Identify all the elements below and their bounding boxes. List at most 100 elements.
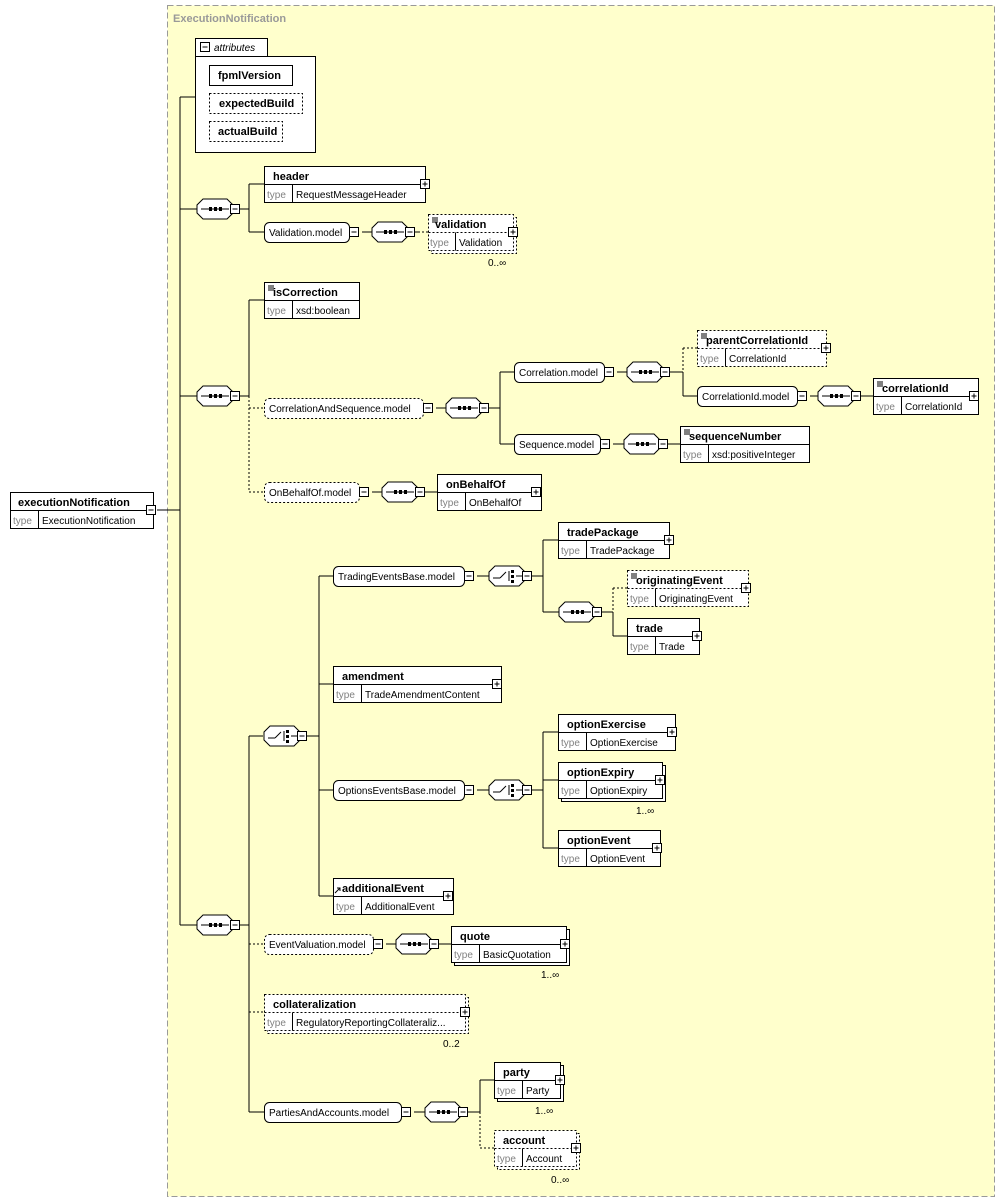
attribute-name: fpmlVersion	[218, 70, 281, 82]
expand-icon[interactable]	[460, 1007, 470, 1017]
collapse-icon[interactable]	[660, 367, 670, 377]
attribute-expectedBuild[interactable]: expectedBuild	[209, 93, 303, 114]
element-additionalEvent[interactable]: additionalEvent type AdditionalEvent	[333, 878, 454, 915]
expand-icon[interactable]	[667, 727, 677, 737]
collapse-icon[interactable]	[359, 487, 369, 497]
occurrence: 0..∞	[488, 258, 506, 269]
collapse-icon[interactable]	[423, 403, 433, 413]
element-optionExercise[interactable]: optionExercise type OptionExercise	[558, 714, 677, 751]
collapse-icon[interactable]	[464, 785, 474, 795]
collapse-icon[interactable]	[429, 939, 439, 949]
collapse-icon[interactable]	[373, 939, 383, 949]
collapse-icon[interactable]	[230, 920, 240, 930]
element-name: header	[273, 171, 310, 183]
group-validation-model[interactable]: Validation.model	[264, 222, 359, 243]
element-optionExpiry[interactable]: optionExpiry type OptionExpiry 1..∞	[558, 762, 666, 818]
element-party[interactable]: party type Party 1..∞	[494, 1062, 565, 1118]
collapse-icon[interactable]	[405, 227, 415, 237]
expand-icon[interactable]	[692, 631, 702, 641]
collapse-icon[interactable]	[479, 403, 489, 413]
element-name: correlationId	[882, 383, 949, 395]
element-sequenceNumber[interactable]: sequenceNumber type xsd:positiveInteger	[680, 426, 810, 463]
group-correlation-model[interactable]: Correlation.model	[514, 362, 614, 383]
element-amendment[interactable]: amendment type TradeAmendmentContent	[333, 666, 502, 703]
collapse-icon[interactable]	[464, 571, 474, 581]
element-type: Account	[526, 1154, 562, 1165]
element-type: OptionEvent	[590, 854, 645, 865]
collapse-icon[interactable]	[297, 731, 307, 741]
element-validation[interactable]: validation type Validation 0..∞	[428, 214, 518, 270]
expand-icon[interactable]	[443, 891, 453, 901]
element-collateralization[interactable]: collateralization type RegulatoryReporti…	[264, 994, 470, 1051]
element-type: RequestMessageHeader	[296, 190, 407, 201]
collapse-icon[interactable]	[230, 204, 240, 214]
group-partiesandaccounts-model[interactable]: PartiesAndAccounts.model	[264, 1102, 411, 1123]
root-element-executionNotification[interactable]: executionNotification type ExecutionNoti…	[10, 492, 156, 529]
group-optionseventsbase-model[interactable]: OptionsEventsBase.model	[333, 780, 474, 801]
element-name: optionExercise	[567, 719, 646, 731]
element-header[interactable]: header type RequestMessageHeader	[264, 166, 430, 203]
collapse-icon[interactable]	[230, 391, 240, 401]
collapse-icon[interactable]	[658, 439, 668, 449]
collapse-icon[interactable]	[797, 391, 807, 401]
element-type: OriginatingEvent	[659, 594, 733, 605]
collapse-icon[interactable]	[200, 42, 210, 52]
expand-icon[interactable]	[664, 535, 674, 545]
expand-icon[interactable]	[420, 179, 430, 189]
group-onbehalfof-model[interactable]: OnBehalfOf.model	[264, 482, 369, 503]
occurrence: 1..∞	[535, 1106, 553, 1117]
element-onBehalfOf[interactable]: onBehalfOf type OnBehalfOf	[437, 474, 542, 511]
element-optionEvent[interactable]: optionEvent type OptionEvent	[558, 830, 662, 867]
group-correlationid-model[interactable]: CorrelationId.model	[697, 386, 807, 407]
attribute-fpmlVersion[interactable]: fpmlVersion	[209, 65, 293, 86]
collapse-icon[interactable]	[600, 439, 610, 449]
group-name: CorrelationAndSequence.model	[269, 404, 411, 415]
expand-icon[interactable]	[571, 1143, 581, 1153]
expand-icon[interactable]	[492, 679, 502, 689]
collapse-icon[interactable]	[522, 785, 532, 795]
element-tradePackage[interactable]: tradePackage type TradePackage	[558, 522, 674, 559]
collapse-icon[interactable]	[401, 1107, 411, 1117]
expand-icon[interactable]	[655, 775, 665, 785]
collapse-icon[interactable]	[146, 505, 156, 515]
collapse-icon[interactable]	[522, 571, 532, 581]
expand-icon[interactable]	[508, 227, 518, 237]
group-correlation-and-sequence-model[interactable]: CorrelationAndSequence.model	[264, 398, 433, 419]
type-label: type	[630, 642, 649, 653]
expand-icon[interactable]	[821, 343, 831, 353]
type-label: type	[700, 354, 719, 365]
element-type: Party	[526, 1086, 549, 1097]
group-name: EventValuation.model	[269, 940, 366, 951]
type-label: type	[561, 786, 580, 797]
expand-icon[interactable]	[555, 1075, 565, 1085]
element-isCorrection[interactable]: isCorrection type xsd:boolean	[264, 282, 360, 319]
type-label: type	[497, 1086, 516, 1097]
expand-icon[interactable]	[741, 583, 751, 593]
element-correlationId[interactable]: correlationId type CorrelationId	[873, 378, 979, 415]
collapse-icon[interactable]	[592, 607, 602, 617]
element-trade[interactable]: trade type Trade	[627, 618, 702, 655]
element-type: OnBehalfOf	[469, 498, 521, 509]
collapse-icon[interactable]	[604, 367, 614, 377]
element-quote[interactable]: quote type BasicQuotation 1..∞	[451, 926, 570, 982]
collapse-icon[interactable]	[851, 391, 861, 401]
collapse-icon[interactable]	[415, 487, 425, 497]
collapse-icon[interactable]	[349, 227, 359, 237]
group-eventvaluation-model[interactable]: EventValuation.model	[264, 934, 383, 955]
group-tradingeventsbase-model[interactable]: TradingEventsBase.model	[333, 566, 474, 587]
expand-icon[interactable]	[652, 843, 662, 853]
expand-icon[interactable]	[560, 939, 570, 949]
attributes-group[interactable]: attributes fpmlVersion expectedBuild act…	[195, 38, 316, 153]
element-parentCorrelationId[interactable]: parentCorrelationId type CorrelationId	[697, 330, 831, 367]
group-sequence-model[interactable]: Sequence.model	[514, 434, 610, 455]
element-originatingEvent[interactable]: originatingEvent type OriginatingEvent	[627, 570, 751, 607]
expand-icon[interactable]	[969, 391, 979, 401]
attribute-actualBuild[interactable]: actualBuild	[209, 121, 283, 142]
element-type: RegulatoryReportingCollateraliz...	[296, 1018, 446, 1029]
occurrence: 1..∞	[636, 806, 654, 817]
element-type: TradeAmendmentContent	[365, 690, 480, 701]
attributes-label: attributes	[214, 43, 255, 54]
expand-icon[interactable]	[531, 487, 541, 497]
collapse-icon[interactable]	[458, 1107, 468, 1117]
element-account[interactable]: account type Account 0..∞	[494, 1130, 581, 1187]
